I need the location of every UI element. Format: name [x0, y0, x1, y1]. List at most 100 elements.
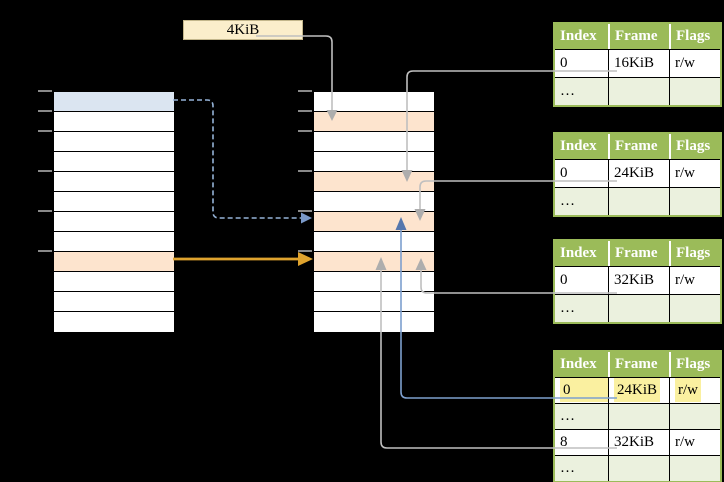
- level1-row-row-11: [54, 312, 174, 332]
- level1-row-row-5: [54, 192, 174, 212]
- frame-table-2-row-0-cell-1: 24KiB: [608, 160, 669, 187]
- level1-row-row-7: [54, 232, 174, 252]
- tick-mark-level1-2: [38, 130, 52, 132]
- level2-row-row-4: [314, 172, 434, 192]
- page-size-box: 4KiB: [183, 20, 303, 40]
- frame-table-2-row-0-cell-2: r/w: [669, 160, 720, 187]
- column-header-index: Index: [560, 245, 597, 261]
- frame-table-1-row-1-cell-1: [608, 78, 669, 105]
- frame-table-3-row-0-cell-0: 0: [560, 272, 568, 288]
- level2-row-row-11: [314, 312, 434, 332]
- level2-page-table-column: [313, 91, 435, 333]
- level2-row-row-8: [314, 252, 434, 272]
- column-header-flags: Flags: [669, 134, 720, 159]
- tick-mark-level1-5: [38, 250, 52, 252]
- frame-table-1-row-1-cell-0: …: [560, 83, 575, 99]
- level1-row-row-2: [54, 132, 174, 152]
- tick-mark-level2-1: [298, 110, 312, 112]
- tick-mark-level2-3: [298, 170, 312, 172]
- frame-table-4-row-1-cell-0: …: [560, 408, 575, 424]
- frame-table-4-row-3-cell-2: [669, 456, 720, 481]
- column-header-flags: Flags: [669, 352, 720, 377]
- frame-table-1-row-1-cell-2: [669, 78, 720, 105]
- level2-row-row-10: [314, 292, 434, 312]
- level1-row-row-8: [54, 252, 174, 272]
- frame-table-1-row-0-cell-1: 16KiB: [608, 50, 669, 77]
- level1-page-table-column: [53, 91, 175, 333]
- frame-table-3-row-1-cell-1: [608, 295, 669, 322]
- column-header-flags: Flags: [669, 241, 720, 266]
- frame-table-1-row-1: …: [555, 77, 720, 105]
- level2-row-row-2: [314, 132, 434, 152]
- highlighted-value: r/w: [675, 378, 701, 402]
- frame-table-4-row-1-cell-1: [608, 404, 669, 429]
- frame-table-3-row-1-cell-2: [669, 295, 720, 322]
- column-header-flags: Flags: [669, 24, 720, 49]
- level2-row-row-3: [314, 152, 434, 172]
- frame-table-3-row-0-cell-1: 32KiB: [608, 267, 669, 294]
- tick-mark-level2-0: [298, 90, 312, 92]
- level1-to-level2-dashed-arrow: [173, 99, 312, 224]
- level2-row-row-9: [314, 272, 434, 292]
- frame-table-3-row-1-cell-0: …: [560, 300, 575, 316]
- tick-mark-level2-4: [298, 210, 312, 212]
- tick-mark-level2-5: [298, 250, 312, 252]
- level2-row-row-5: [314, 192, 434, 212]
- level1-to-level2-orange-arrow: [173, 252, 313, 266]
- highlighted-value: 24KiB: [614, 378, 661, 402]
- frame-table-2-row-1: …: [555, 187, 720, 215]
- column-header-frame: Frame: [608, 241, 669, 266]
- column-header-frame: Frame: [608, 352, 669, 377]
- frame-table-4-row-2-cell-0: 8: [560, 434, 568, 450]
- frame-table-4-row-1-cell-2: [669, 404, 720, 429]
- column-header-index: Index: [560, 138, 597, 154]
- tick-mark-level1-3: [38, 170, 52, 172]
- tick-mark-level1-4: [38, 210, 52, 212]
- level1-row-row-1: [54, 112, 174, 132]
- column-header-frame: Frame: [608, 134, 669, 159]
- page-size-label: 4KiB: [226, 22, 260, 38]
- frame-table-4-row-1: …: [555, 403, 720, 429]
- frame-table-3-row-1: …: [555, 294, 720, 322]
- frame-table-1-row-0-cell-2: r/w: [669, 50, 720, 77]
- frame-table-4-row-2-cell-1: 32KiB: [608, 430, 669, 455]
- frame-table-2-row-1-cell-1: [608, 188, 669, 215]
- frame-table-4-row-0-cell-0: 0: [555, 378, 608, 403]
- arrow-right-icon: [298, 252, 313, 266]
- column-header-index: Index: [560, 356, 597, 372]
- tick-mark-level2-2: [298, 130, 312, 132]
- frame-table-1-row-0-cell-0: 0: [560, 55, 568, 71]
- column-header-index: Index: [560, 28, 597, 44]
- level2-row-row-0: [314, 92, 434, 112]
- frame-table-4-row-3-cell-0: …: [560, 460, 575, 476]
- level1-row-row-6: [54, 212, 174, 232]
- level2-row-row-1: [314, 112, 434, 132]
- level1-row-row-10: [54, 292, 174, 312]
- level2-row-row-7: [314, 232, 434, 252]
- arrow-right-icon: [301, 212, 312, 224]
- frame-table-4-row-3: …: [555, 455, 720, 481]
- tick-mark-level1-0: [38, 90, 52, 92]
- frame-table-3-row-0-cell-2: r/w: [669, 267, 720, 294]
- frame-table-4-row-2-cell-2: r/w: [669, 430, 720, 455]
- frame-table-2-row-1-cell-2: [669, 188, 720, 215]
- frame-table-4-row-3-cell-1: [608, 456, 669, 481]
- level1-row-row-0: [54, 92, 174, 112]
- frame-table-4-row-0-cell-1: 24KiB: [608, 378, 669, 403]
- column-header-frame: Frame: [608, 24, 669, 49]
- highlighted-value: 0: [560, 378, 608, 402]
- level1-row-row-3: [54, 152, 174, 172]
- level2-row-row-6: [314, 212, 434, 232]
